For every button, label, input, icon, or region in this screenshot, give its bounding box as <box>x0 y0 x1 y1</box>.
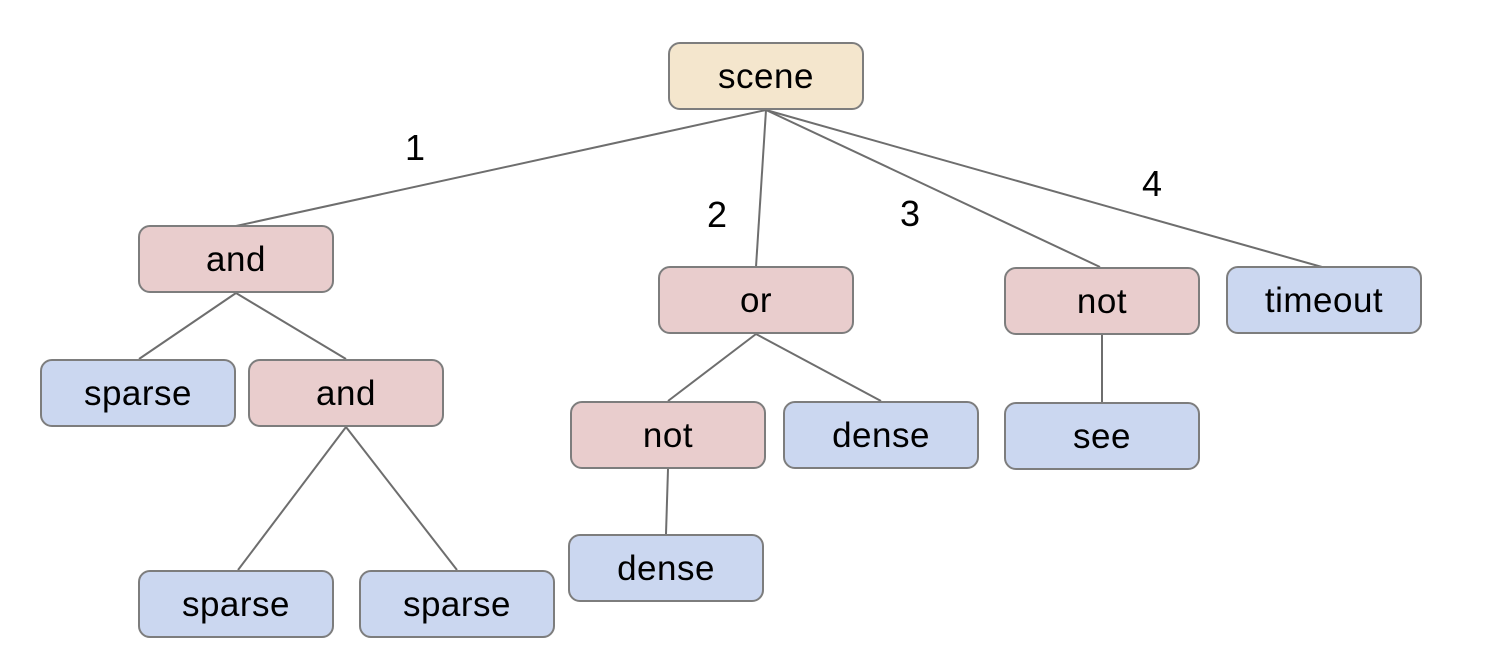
edge-label-1: 1 <box>404 127 426 168</box>
node-dense-2: dense <box>568 534 764 602</box>
edge-scene-or <box>755 109 767 268</box>
edge-and2-sparse2 <box>237 426 347 571</box>
edge-or-not2 <box>667 333 757 402</box>
node-not-1: not <box>1004 267 1200 335</box>
edge-scene-timeout <box>765 109 1323 268</box>
edge-scene-and1 <box>235 109 767 227</box>
node-timeout: timeout <box>1226 266 1422 334</box>
node-see: see <box>1004 402 1200 470</box>
edge-and2-sparse3 <box>345 426 458 571</box>
edge-not2-dense2 <box>665 468 669 535</box>
edge-label-4: 4 <box>1141 163 1163 204</box>
edge-or-dense1 <box>755 333 882 402</box>
edge-and1-sparse1 <box>138 292 237 360</box>
node-or: or <box>658 266 854 334</box>
node-dense-1: dense <box>783 401 979 469</box>
node-sparse-2: sparse <box>138 570 334 638</box>
node-and-1: and <box>138 225 334 293</box>
edge-label-2: 2 <box>706 194 728 235</box>
node-sparse-1: sparse <box>40 359 236 427</box>
node-and-2: and <box>248 359 444 427</box>
node-scene: scene <box>668 42 864 110</box>
node-sparse-3: sparse <box>359 570 555 638</box>
edge-label-3: 3 <box>899 193 921 234</box>
edge-scene-not1 <box>765 109 1101 268</box>
edge-and1-and2 <box>235 292 347 360</box>
node-not-2: not <box>570 401 766 469</box>
